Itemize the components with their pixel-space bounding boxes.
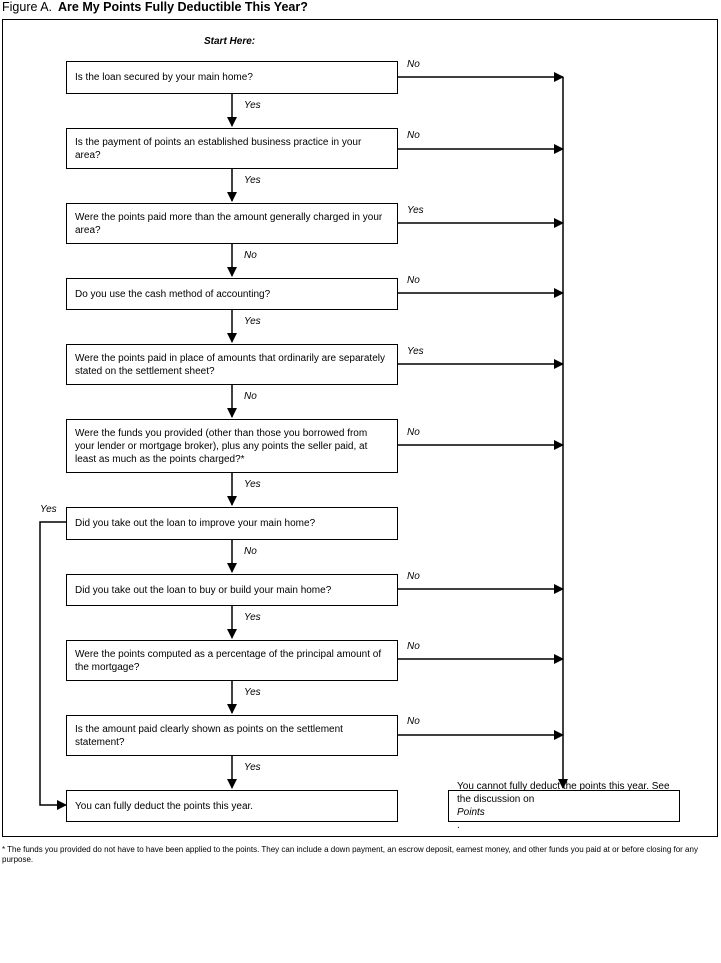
right-label-4: No	[407, 275, 420, 286]
question-text-6: Were the funds you provided (other than …	[75, 427, 368, 465]
question-box-2: Is the payment of points an established …	[66, 128, 398, 169]
right-label-1: No	[407, 59, 420, 70]
figure-title: Figure A. Are My Points Fully Deductible …	[2, 0, 308, 14]
outcome-cannot-text: You cannot fully deduct the points this …	[457, 780, 671, 832]
question-text-3: Were the points paid more than the amoun…	[75, 211, 383, 236]
question-text-4: Do you use the cash method of accounting…	[75, 288, 271, 300]
question-text-5: Were the points paid in place of amounts…	[75, 352, 385, 377]
figure-heading: Are My Points Fully Deductible This Year…	[58, 0, 308, 14]
start-label: Start Here:	[204, 36, 256, 47]
question-box-7: Did you take out the loan to improve you…	[66, 507, 398, 540]
footnote: *The funds you provided do not have to h…	[2, 845, 718, 865]
down-label-10: Yes	[244, 762, 261, 773]
figure-label: Figure A.	[2, 0, 53, 14]
question-box-5: Were the points paid in place of amounts…	[66, 344, 398, 385]
right-label-10: No	[407, 716, 420, 727]
down-label-5: No	[244, 391, 257, 402]
right-label-2: No	[407, 130, 420, 141]
outcome-deduct-box: You can fully deduct the points this yea…	[66, 790, 398, 822]
down-label-4: Yes	[244, 316, 261, 327]
question-box-4: Do you use the cash method of accounting…	[66, 278, 398, 310]
flowchart-frame	[2, 19, 718, 837]
question-box-3: Were the points paid more than the amoun…	[66, 203, 398, 244]
question-box-1: Is the loan secured by your main home?	[66, 61, 398, 94]
left-loop-line	[39, 521, 67, 810]
down-label-6: Yes	[244, 479, 261, 490]
footnote-marker: *	[2, 845, 6, 854]
outcome-cannot-suffix: .	[457, 820, 460, 831]
down-label-7: No	[244, 546, 257, 557]
outcome-cannot-italic: Points	[457, 807, 485, 818]
outcome-cannot-box: You cannot fully deduct the points this …	[448, 781, 680, 831]
right-label-6: No	[407, 427, 420, 438]
outcome-deduct-text: You can fully deduct the points this yea…	[75, 800, 254, 812]
question-box-10: Is the amount paid clearly shown as poin…	[66, 715, 398, 756]
right-label-3: Yes	[407, 205, 424, 216]
question-box-9: Were the points computed as a percentage…	[66, 640, 398, 681]
right-label-9: No	[407, 641, 420, 652]
footnote-text: The funds you provided do not have to ha…	[2, 845, 698, 864]
question-text-2: Is the payment of points an established …	[75, 136, 362, 161]
question-text-9: Were the points computed as a percentage…	[75, 648, 382, 673]
down-label-2: Yes	[244, 175, 261, 186]
left-label-7: Yes	[40, 504, 57, 515]
down-label-9: Yes	[244, 687, 261, 698]
question-text-1: Is the loan secured by your main home?	[75, 72, 253, 83]
down-label-3: No	[244, 250, 257, 261]
right-label-8: No	[407, 571, 420, 582]
down-label-8: Yes	[244, 612, 261, 623]
down-label-1: Yes	[244, 100, 261, 111]
question-text-10: Is the amount paid clearly shown as poin…	[75, 723, 343, 748]
question-text-8: Did you take out the loan to buy or buil…	[75, 584, 332, 596]
right-label-5: Yes	[407, 346, 424, 357]
outcome-cannot-prefix: You cannot fully deduct the points this …	[457, 781, 670, 805]
question-box-6: Were the funds you provided (other than …	[66, 419, 398, 473]
question-box-8: Did you take out the loan to buy or buil…	[66, 574, 398, 606]
question-text-7: Did you take out the loan to improve you…	[75, 518, 316, 529]
